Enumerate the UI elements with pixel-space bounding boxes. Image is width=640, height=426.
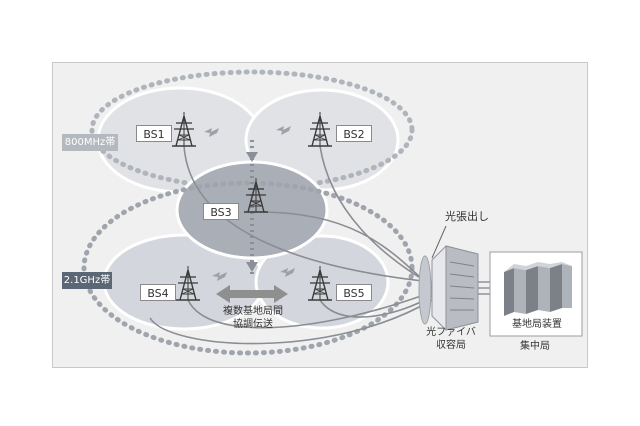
bs5-label: BS5: [336, 284, 372, 301]
coordination-line1: 複数基地局間: [223, 306, 283, 317]
coverage-800mhz: [89, 69, 415, 191]
coordination-arrow-icon: [216, 285, 288, 303]
bs3-label: BS3: [203, 203, 239, 220]
cell-bs5-21: [254, 234, 390, 330]
bs2-label: BS2: [336, 125, 372, 142]
bs1-label: BS1: [136, 125, 172, 142]
fiber-station-caption: 光ファイバ 収容局: [416, 326, 486, 352]
fiber-extension-label: 光張出し: [445, 210, 489, 223]
band-800mhz-label: 800MHz帯: [62, 134, 118, 151]
base-station-servers-icon: [504, 262, 572, 316]
center-link-arrow: [246, 152, 258, 162]
fiber-station-line1: 光ファイバ: [426, 327, 476, 338]
fiber-extension-leader: [431, 225, 447, 259]
coverage-21ghz: [81, 180, 415, 356]
central-link-lines: [478, 281, 490, 295]
coordination-caption: 複数基地局間 協調伝送: [208, 305, 298, 331]
central-office-label: 集中局: [520, 341, 550, 352]
fiber-station-building-icon: [418, 245, 479, 331]
bs4-label: BS4: [140, 284, 176, 301]
center-link-arrow-low: [246, 262, 258, 272]
base-equipment-label: 基地局装置: [512, 319, 562, 330]
coordination-line2: 協調伝送: [233, 319, 273, 330]
band-21ghz-label: 2.1GHz帯: [62, 272, 112, 289]
fiber-station-line2: 収容局: [436, 340, 466, 351]
